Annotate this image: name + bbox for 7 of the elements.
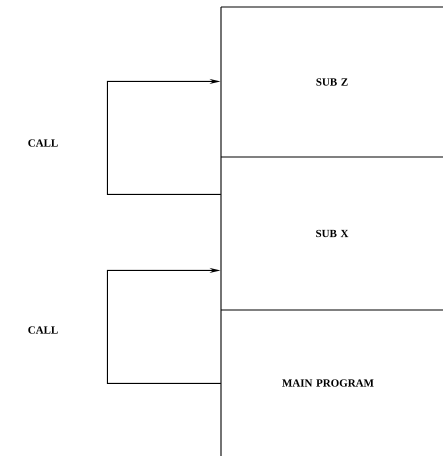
arrow — [106, 78, 220, 195]
arrow — [106, 268, 220, 384]
program-box: SUB Z — [220, 6, 443, 157]
edge-label: CALL — [26, 138, 60, 148]
edge-label: CALL — [26, 325, 60, 335]
program-box: MAIN PROGRAM — [220, 309, 443, 456]
program-box: SUB X — [220, 156, 443, 310]
